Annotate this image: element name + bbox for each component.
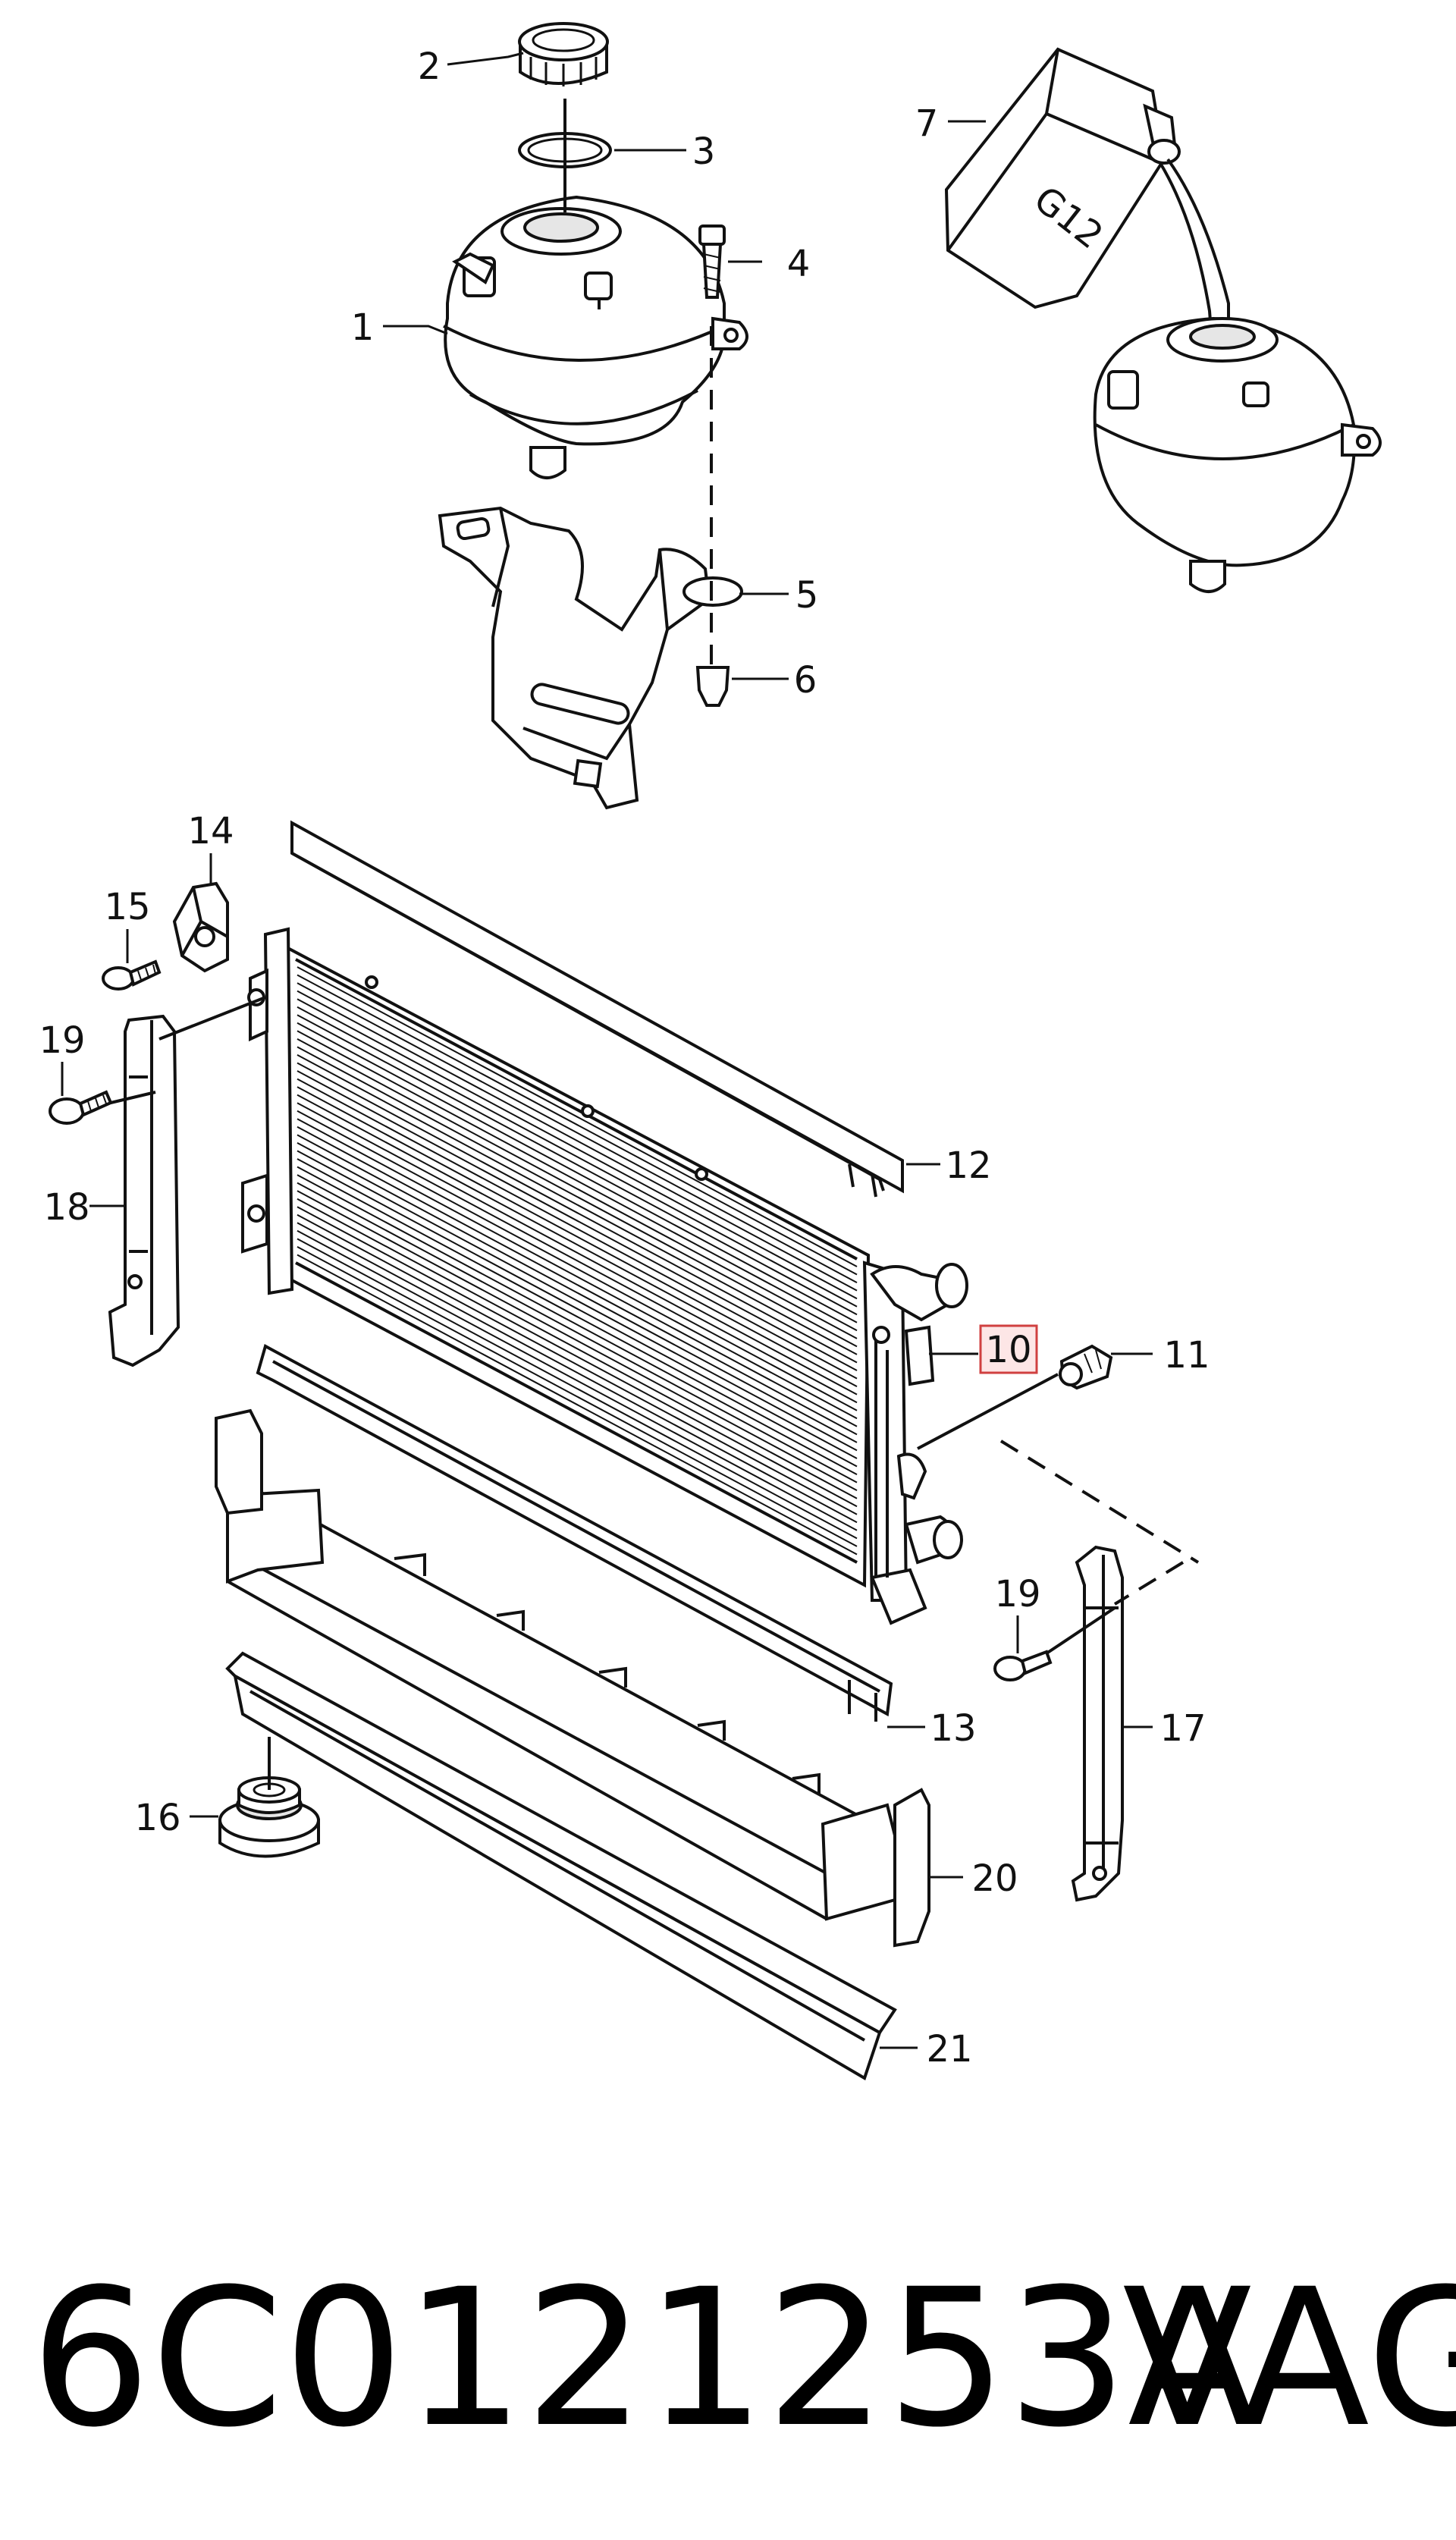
screw-19b [993, 1650, 1053, 1681]
expansion-tank-filled [1093, 316, 1382, 593]
radiator-fin [297, 1014, 858, 1316]
radiator-fin [297, 1054, 858, 1355]
radiator-fin [297, 1198, 858, 1499]
radiator-fin [297, 1070, 858, 1371]
radiator-fin [297, 1158, 858, 1459]
callout-15: 15 [104, 886, 150, 928]
radiator-fin [297, 1182, 858, 1483]
callout-14: 14 [187, 810, 234, 852]
rubber-mount-14 [172, 881, 229, 973]
callout-5: 5 [795, 574, 819, 617]
callout-19b: 19 [994, 1573, 1040, 1615]
assembly-line-guide [1113, 1561, 1185, 1606]
highlight-box-10 [979, 1324, 1038, 1374]
radiator-fin [297, 1038, 858, 1339]
charge-air-cooler [215, 1408, 930, 1948]
assembly-line-sensor [999, 1440, 1200, 1564]
callout-17: 17 [1159, 1707, 1206, 1750]
radiator-fin [297, 1094, 858, 1396]
screw-19a [49, 1090, 113, 1125]
callout-3: 3 [692, 130, 716, 173]
callout-11: 11 [1163, 1334, 1210, 1377]
radiator-fin [297, 1190, 858, 1491]
callout-20: 20 [971, 1857, 1018, 1900]
radiator-fin [297, 1062, 858, 1364]
radiator-fin [297, 1238, 858, 1540]
callout-12: 12 [945, 1144, 991, 1187]
radiator-fin [297, 1246, 858, 1547]
part-footer: 6C0121253A VAG [30, 2237, 1456, 2480]
radiator-fin [297, 1142, 858, 1443]
callout-18: 18 [43, 1186, 89, 1229]
callout-7: 7 [915, 102, 939, 145]
radiator-fin [297, 982, 858, 1283]
brand-name: VAG [1122, 2248, 1456, 2469]
radiator-fin [297, 1229, 858, 1531]
top-air-guide [290, 820, 904, 1198]
radiator-fin [297, 1126, 858, 1427]
callout-2: 2 [418, 46, 441, 88]
radiator-fin [297, 1206, 858, 1508]
radiator-fin [297, 974, 858, 1276]
callout-10: 10 [985, 1329, 1031, 1371]
rubber-mount-16 [218, 1737, 320, 1858]
radiator-fin [297, 1150, 858, 1452]
radiator-fin [297, 1118, 858, 1420]
screw-4 [698, 224, 726, 299]
radiator-fin [297, 990, 858, 1292]
callout-labels: 1 2 3 4 5 6 7 10 11 12 13 14 15 16 17 18… [39, 46, 1210, 2071]
callout-16: 16 [134, 1797, 180, 1839]
tank-bracket [438, 506, 743, 810]
radiator-fin [297, 1254, 858, 1556]
radiator-fin [297, 1222, 858, 1524]
callout-13: 13 [930, 1707, 976, 1750]
coolant-bottle: G12 [944, 47, 1230, 342]
tank-cap [518, 22, 609, 86]
radiator-fin [297, 1110, 858, 1411]
radiator-fin [297, 1006, 858, 1308]
radiator-fin [297, 1174, 858, 1475]
radiator-fin [297, 1134, 858, 1436]
radiator [241, 927, 968, 1625]
o-ring [518, 99, 612, 212]
radiator-fin [297, 1078, 858, 1380]
bottom-air-deflector [225, 1651, 897, 2080]
radiator-fin [297, 1166, 858, 1468]
screw-15 [102, 959, 162, 991]
expansion-tank [443, 195, 748, 479]
temperature-sensor [1059, 1344, 1113, 1390]
leader-lines [61, 52, 1153, 2049]
callout-1: 1 [351, 306, 375, 349]
radiator-fin [297, 1046, 858, 1348]
radiator-fin [297, 1030, 858, 1332]
clip-6 [695, 666, 730, 707]
part-number: 6C0121253A [30, 2248, 1258, 2469]
right-side-guide [1071, 1545, 1124, 1902]
callout-19a: 19 [39, 1019, 85, 1062]
radiator-fin [297, 966, 858, 1267]
radiator-fin [297, 998, 858, 1300]
radiator-fin [297, 1213, 858, 1515]
callout-4: 4 [787, 243, 811, 285]
radiator-fin [297, 1022, 858, 1323]
callout-21: 21 [926, 2028, 972, 2071]
lower-air-guide [256, 1344, 893, 1722]
callout-6: 6 [794, 659, 817, 702]
radiator-fin [297, 1102, 858, 1404]
left-side-guide [108, 1014, 180, 1367]
radiator-fin [297, 1086, 858, 1387]
